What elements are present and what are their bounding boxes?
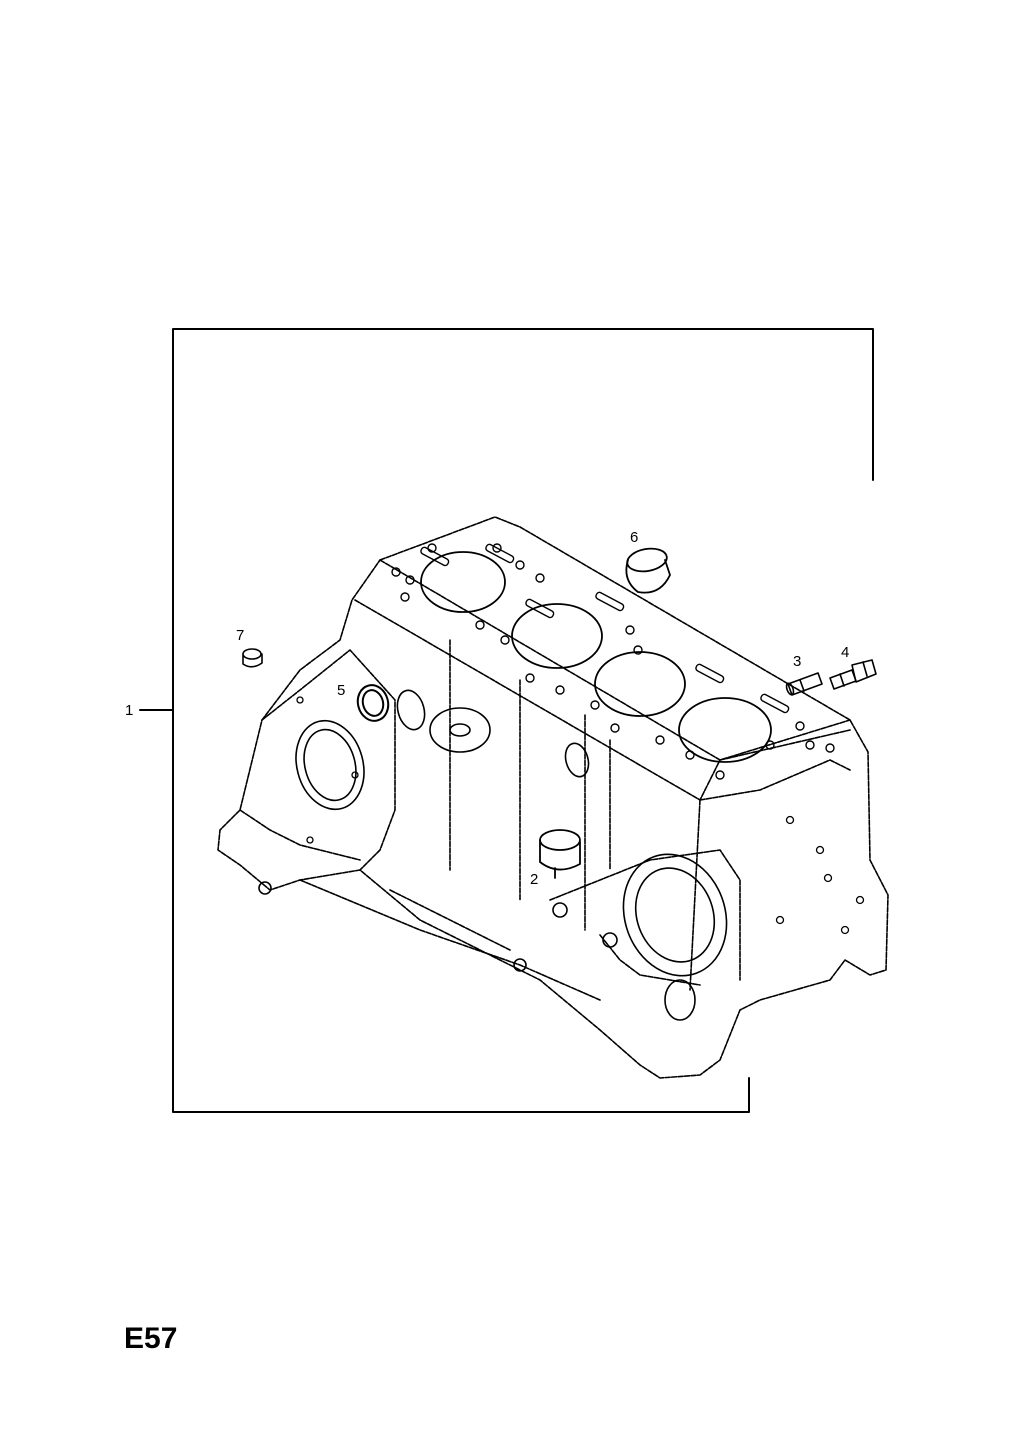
callout-3: 3 — [793, 653, 802, 670]
deck-holes — [391, 543, 835, 780]
cylinder-bores — [420, 551, 772, 763]
callout-1: 1 — [125, 702, 134, 719]
page-code: E57 — [124, 1322, 178, 1355]
engine-block — [217, 516, 889, 1079]
part-2-sleeve — [539, 829, 581, 879]
callout-7: 7 — [236, 627, 245, 644]
callout-6: 6 — [630, 529, 639, 546]
part-3-stud — [785, 672, 823, 696]
part-5-seal — [356, 684, 390, 722]
callout-5: 5 — [337, 682, 346, 699]
part-4-plug — [829, 659, 877, 690]
callout-2: 2 — [530, 871, 539, 888]
part-6-cup-plug — [625, 547, 671, 594]
part-7-plug — [242, 648, 263, 668]
block-openings — [258, 689, 728, 1021]
side-holes — [296, 696, 865, 935]
callout-4: 4 — [841, 644, 850, 661]
assembly-bracket — [139, 328, 874, 1113]
